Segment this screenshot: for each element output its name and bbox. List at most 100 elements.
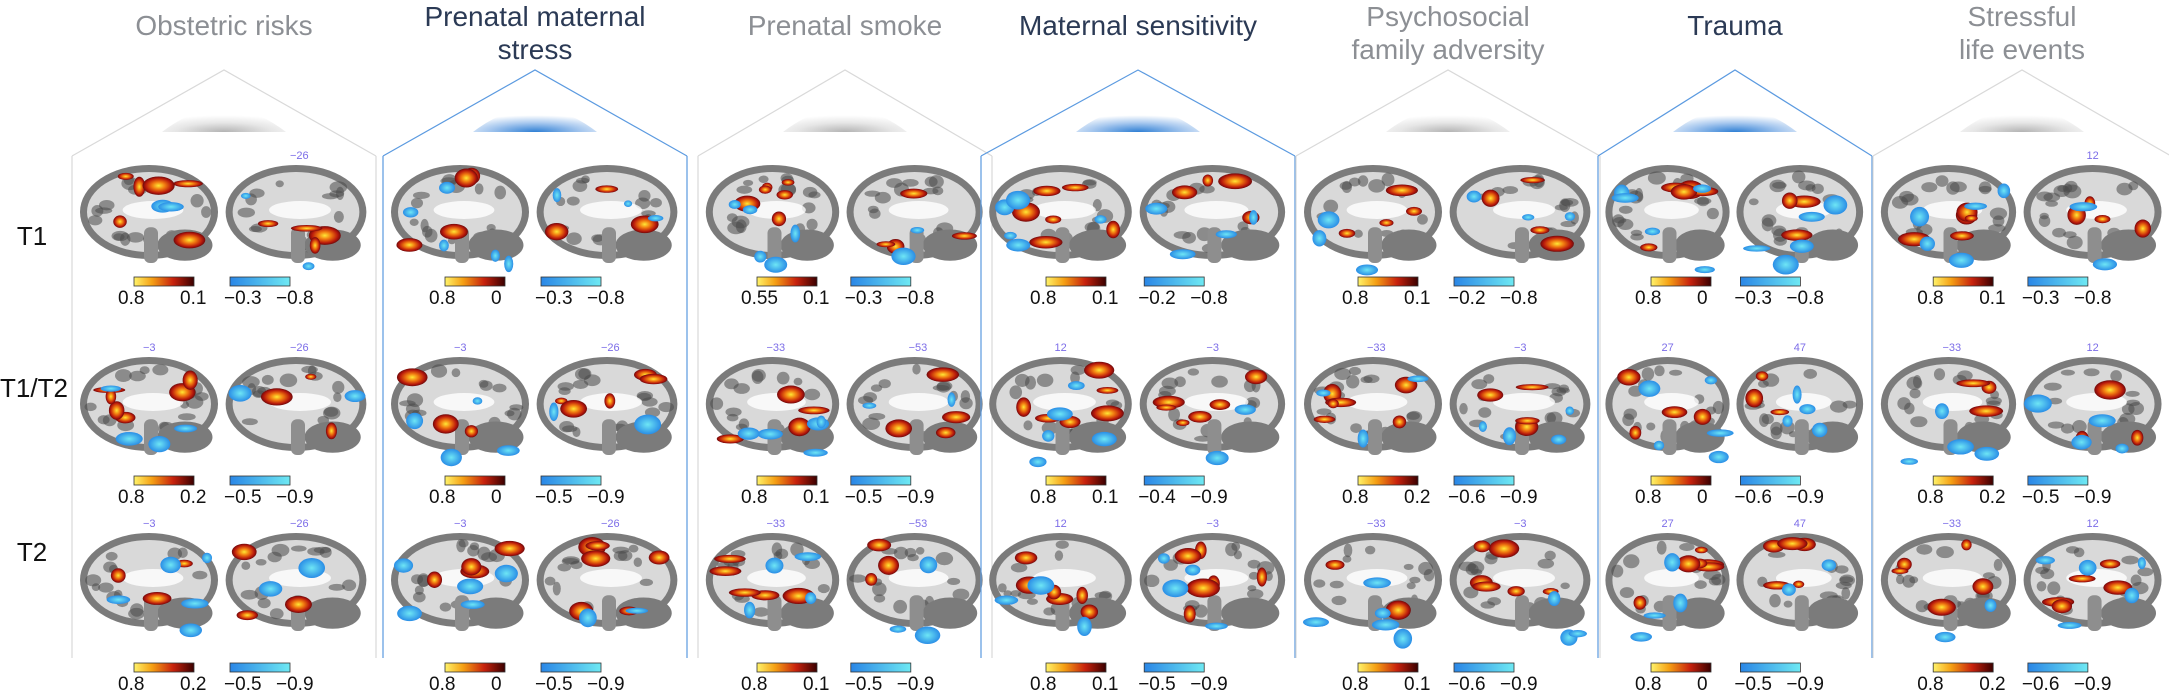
activation-negative <box>1094 215 1107 224</box>
activation-positive <box>2131 429 2144 446</box>
brain-gyrus <box>566 196 580 206</box>
activation-positive <box>432 414 459 434</box>
activation-negative <box>1772 254 1799 275</box>
activation-negative <box>1997 183 2011 199</box>
brain-gyrus <box>2047 581 2061 595</box>
brain-ventricle <box>888 201 949 219</box>
colorbar-negative-max: −0.9 <box>276 674 314 695</box>
brain-slice-left <box>989 532 1132 637</box>
brain-stem <box>767 227 782 264</box>
colorbar-negative <box>1740 276 1801 287</box>
brain-gyrus <box>2125 390 2140 397</box>
panel-t1-t2 <box>80 356 367 486</box>
brain-gyrus <box>575 177 590 184</box>
colorbar-negative-max: −0.9 <box>587 674 625 695</box>
colorbar-negative <box>850 662 912 673</box>
activation-negative <box>106 595 131 605</box>
colorbar-positive-min: 0.1 <box>803 487 830 508</box>
slice-number-right: 12 <box>2086 518 2099 530</box>
activation-negative <box>2115 443 2129 454</box>
colorbar-negative <box>229 662 291 673</box>
activation-positive <box>464 425 478 438</box>
brain-gyrus <box>279 373 298 388</box>
colorbar-positive-min: 0 <box>1697 487 1708 508</box>
activation-positive <box>133 176 146 197</box>
roof-gradient <box>1673 108 1797 132</box>
activation-negative <box>402 207 419 218</box>
slice-number-left: −33 <box>1367 342 1386 354</box>
brain-stem <box>2087 419 2102 456</box>
brain-gyrus <box>328 583 346 591</box>
brain-gyrus <box>2072 419 2087 434</box>
colorbar-positive <box>1045 475 1107 486</box>
brain-gyrus <box>1906 376 1923 390</box>
brain-slice-left <box>1302 532 1442 649</box>
brain-gyrus <box>873 594 886 603</box>
brain-gyrus <box>1331 595 1347 606</box>
activation-positive <box>1969 405 2004 417</box>
colorbar-positive-min: 0.1 <box>1092 288 1119 309</box>
activation-negative <box>1027 576 1055 595</box>
brain-gyrus <box>947 577 961 586</box>
brain-ventricle <box>1493 201 1555 219</box>
brain-slice-right <box>1139 356 1286 466</box>
activation-negative <box>344 390 366 403</box>
brain-gyrus <box>1842 400 1857 409</box>
brain-slice-right <box>846 164 983 266</box>
brain-gyrus <box>1026 598 1038 605</box>
brain-slice-left <box>391 356 529 467</box>
brain-gyrus <box>936 382 951 393</box>
brain-gyrus <box>1560 582 1570 590</box>
brain-gyrus <box>439 602 452 612</box>
brain-ventricle <box>1922 569 1983 587</box>
roof-outline <box>382 69 688 157</box>
activation-positive <box>1670 184 1698 200</box>
activation-negative <box>1234 404 1256 415</box>
column-3 <box>980 69 1296 673</box>
brain-gyrus <box>572 379 589 390</box>
brain-gyrus <box>1949 181 1967 193</box>
activation-negative <box>1004 231 1017 240</box>
brain-gyrus <box>1343 543 1353 558</box>
activation-negative <box>1706 429 1734 437</box>
activation-positive <box>117 172 134 180</box>
brain-ventricle <box>1493 393 1555 411</box>
colorbar-positive-max: 0.8 <box>429 674 456 695</box>
brain-gyrus <box>255 558 267 566</box>
brain-gyrus <box>736 185 753 194</box>
brain-gyrus <box>1364 545 1376 555</box>
brain-gyrus <box>1712 400 1725 415</box>
colorbar-negative-min: −0.6 <box>1448 674 1486 695</box>
activation-positive <box>2068 574 2096 583</box>
brain-gyrus <box>2060 423 2075 434</box>
brain-slice-left <box>989 164 1132 264</box>
activation-negative <box>1611 193 1639 203</box>
brain-gyrus <box>430 364 448 378</box>
column-title: Prenatal smoke <box>747 10 943 41</box>
colorbar-negative-max: −0.9 <box>2073 674 2112 695</box>
brain-gyrus <box>451 368 461 378</box>
brain-gyrus <box>177 413 196 421</box>
panel-t1-t2 <box>989 356 1286 486</box>
panel-t1-t2 <box>1880 356 2162 486</box>
activation-negative <box>1694 266 1715 274</box>
brain-slice-right <box>536 164 678 264</box>
activation-positive <box>2134 219 2152 238</box>
activation-negative <box>1317 211 1340 229</box>
brain-cerebellum <box>2100 597 2157 629</box>
colorbar-positive-min: 0.1 <box>803 674 830 695</box>
activation-positive <box>714 554 746 563</box>
activation-negative <box>148 435 171 453</box>
colorbar-positive <box>1357 662 1419 673</box>
brain-gyrus <box>862 417 881 430</box>
brain-gyrus <box>1988 224 2006 233</box>
activation-negative <box>647 215 664 222</box>
brain-gyrus <box>478 379 489 388</box>
activation-positive <box>1473 540 1491 553</box>
colorbar-positive-max: 0.8 <box>118 288 145 309</box>
brain-stem <box>909 419 924 456</box>
colorbar-positive <box>1357 276 1419 287</box>
column-0 <box>71 69 377 673</box>
activation-positive <box>325 422 337 440</box>
roof-gradient <box>1960 108 2084 132</box>
